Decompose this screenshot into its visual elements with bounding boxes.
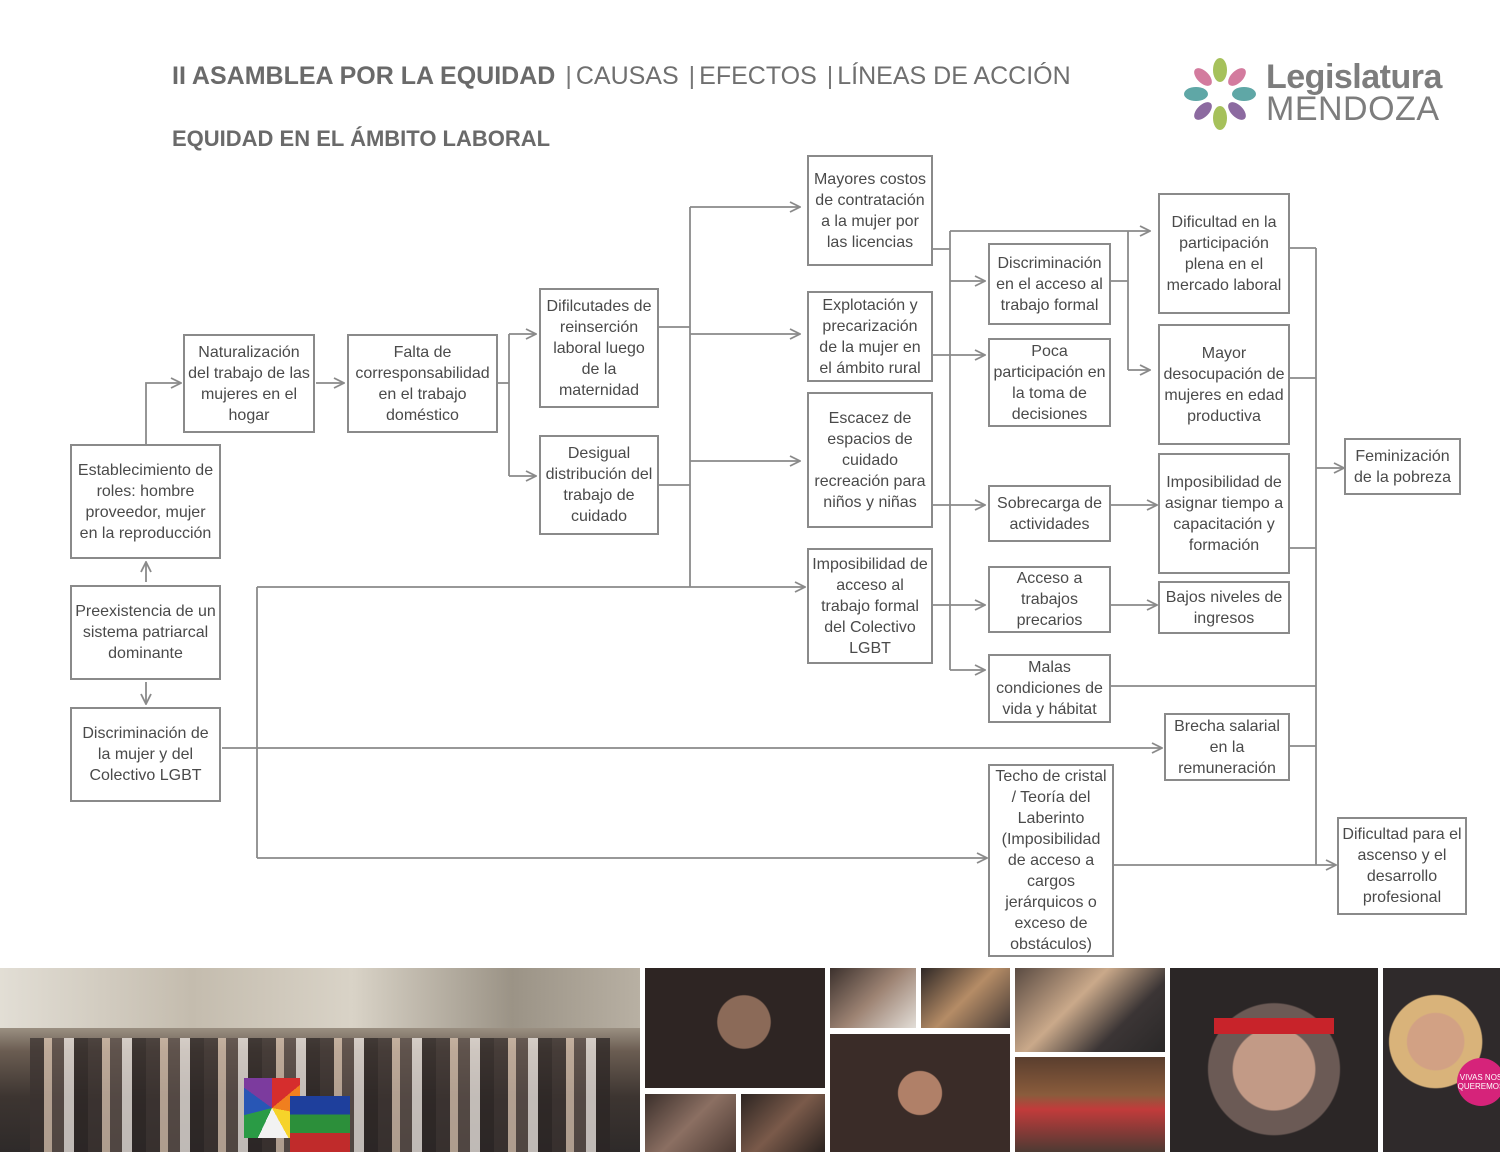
node-dificultad-ascenso: Dificultad para el ascenso y el desarrol…: [1337, 817, 1467, 915]
node-imposibilidad-tiempo: Imposibilidad de asignar tiempo a capaci…: [1158, 453, 1290, 574]
node-poca-participacion: Poca participación en la toma de decisio…: [988, 338, 1111, 427]
page-header: II ASAMBLEA POR LA EQUIDAD|CAUSAS|EFECTO…: [172, 62, 1071, 91]
node-techo-cristal: Techo de cristal / Teoría del Laberinto …: [988, 764, 1114, 957]
speaker-photo: VIVAS NOS QUEREMOS: [1383, 968, 1500, 1152]
logo-text-legislatura: Legislatura: [1266, 58, 1442, 96]
flower-logo-icon: [1184, 58, 1256, 130]
node-naturalizacion: Naturalización del trabajo de las mujere…: [183, 334, 315, 433]
node-mayores-costos: Mayores costos de contratación a la muje…: [807, 155, 933, 266]
node-discriminacion-acceso: Discriminación en el acceso al trabajo f…: [988, 243, 1111, 325]
headband: [1214, 1018, 1334, 1034]
logo-text-mendoza: MENDOZA: [1266, 90, 1440, 128]
session-photo: [1015, 968, 1165, 1052]
separator: |: [565, 62, 572, 90]
node-preexistencia: Preexistencia de un sistema patriarcal d…: [70, 585, 221, 680]
tab-causas[interactable]: CAUSAS: [575, 62, 679, 90]
node-bajos-ingresos: Bajos niveles de ingresos: [1158, 581, 1290, 634]
mapuche-flag-icon: [290, 1096, 350, 1152]
node-feminizacion-pobreza: Feminización de la pobreza: [1344, 438, 1461, 495]
separator: |: [826, 62, 834, 90]
speaker-photo: [1170, 968, 1378, 1152]
node-escacez: Escacez de espacios de cuidado recreació…: [807, 392, 933, 528]
tab-efectos[interactable]: EFECTOS: [699, 62, 817, 90]
node-reinsercion: Difilcutades de reinserción laboral lueg…: [539, 288, 659, 408]
photo-strip: VIVAS NOS QUEREMOS: [0, 968, 1500, 1152]
diagram-connectors: [0, 0, 1500, 968]
session-photo: [830, 968, 916, 1028]
separator: |: [688, 62, 696, 90]
connector-arrow: [145, 383, 181, 444]
node-mayor-desocupacion: Mayor desocupación de mujeres en edad pr…: [1158, 324, 1290, 445]
section-subtitle: EQUIDAD EN EL ÁMBITO LABORAL: [172, 126, 551, 151]
badge-text: VIVAS NOS QUEREMOS: [1457, 1073, 1500, 1091]
session-photo: [921, 968, 1010, 1028]
node-explotacion: Explotación y precarización de la mujer …: [807, 291, 933, 382]
node-establecimiento-roles: Establecimiento de roles: hombre proveed…: [70, 444, 221, 559]
node-discriminacion-mujer-lgbt: Discriminación de la mujer y del Colecti…: [70, 707, 221, 802]
node-sobrecarga: Sobrecarga de actividades: [988, 485, 1111, 542]
tab-lineas-de-accion[interactable]: LÍNEAS DE ACCIÓN: [837, 62, 1071, 90]
protest-badge: VIVAS NOS QUEREMOS: [1457, 1058, 1500, 1106]
speaker-photo: [830, 1034, 1010, 1152]
node-imposibilidad-lgbt: Imposibilidad de acceso al trabajo forma…: [807, 548, 933, 664]
node-corresponsabilidad: Falta de corresponsabilidad en el trabaj…: [347, 334, 498, 433]
node-brecha-salarial: Brecha salarial en la remuneración: [1164, 713, 1290, 781]
legislatura-logo: Legislatura MENDOZA: [1184, 56, 1444, 136]
page-title: II ASAMBLEA POR LA EQUIDAD: [172, 62, 556, 90]
node-malas-condiciones: Malas condiciones de vida y hábitat: [988, 654, 1111, 723]
speaker-photo: [645, 968, 825, 1088]
group-photo: [0, 968, 640, 1152]
node-acceso-precarios: Acceso a trabajos precarios: [988, 566, 1111, 633]
session-photo: [741, 1094, 825, 1152]
node-desigual-distribucion: Desigual distribución del trabajo de cui…: [539, 435, 659, 535]
session-photo: [645, 1094, 736, 1152]
node-dificultad-participacion: Dificultad en la participación plena en …: [1158, 193, 1290, 314]
session-photo: [1015, 1057, 1165, 1152]
